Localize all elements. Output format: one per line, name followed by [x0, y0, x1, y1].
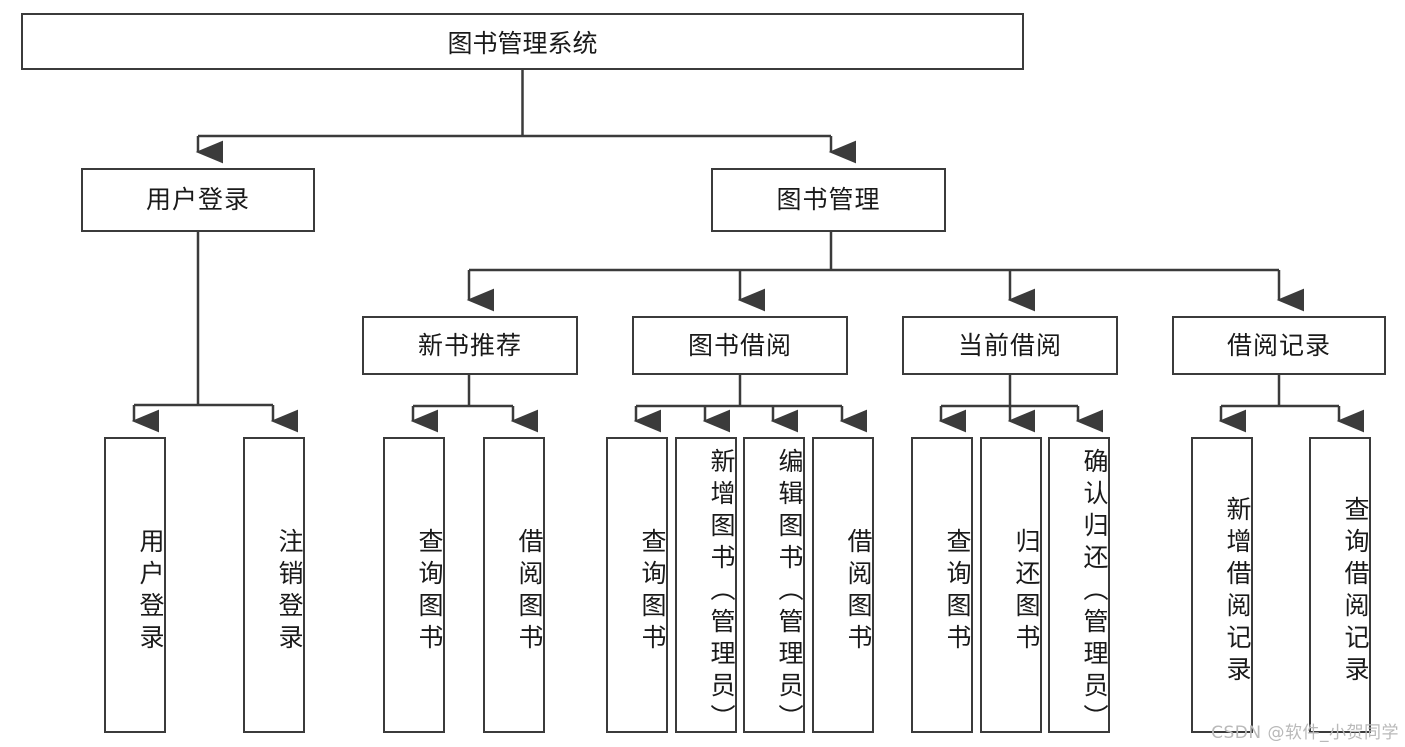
- node-label: 借阅记录: [1226, 330, 1331, 360]
- node-book-management[interactable]: 图书管理: [711, 168, 946, 232]
- leaf-return-book[interactable]: 归还图书: [980, 437, 1042, 733]
- leaf-edit-book-admin[interactable]: 编辑图书（管理员）: [743, 437, 805, 736]
- leaf-query-borrow-record[interactable]: 查询借阅记录: [1309, 437, 1371, 733]
- node-label: 查询图书: [415, 528, 444, 656]
- leaf-user-login[interactable]: 用户登录: [104, 437, 166, 733]
- leaf-borrow-book-recommend[interactable]: 借阅图书: [483, 437, 545, 733]
- node-book-borrow[interactable]: 图书借阅: [632, 316, 848, 375]
- node-label: 查询借阅记录: [1341, 496, 1370, 688]
- node-label: 新增图书（管理员）: [707, 448, 736, 736]
- node-label: 借阅图书: [844, 528, 873, 656]
- node-label: 图书管理系统: [447, 28, 598, 58]
- node-label: 查询图书: [638, 528, 667, 656]
- node-label: 用户登录: [145, 185, 250, 214]
- node-user-login[interactable]: 用户登录: [81, 168, 315, 232]
- node-label: 当前借阅: [957, 330, 1062, 360]
- leaf-add-book-admin[interactable]: 新增图书（管理员）: [675, 437, 737, 736]
- leaf-query-book-borrow[interactable]: 查询图书: [606, 437, 668, 733]
- node-root-system[interactable]: 图书管理系统: [21, 13, 1024, 70]
- node-label: 图书管理: [776, 185, 881, 214]
- node-label: 确认归还（管理员）: [1080, 448, 1109, 736]
- node-label: 新增借阅记录: [1223, 496, 1252, 688]
- node-label: 归还图书: [1012, 528, 1041, 656]
- leaf-logout[interactable]: 注销登录: [243, 437, 305, 733]
- node-label: 查询图书: [943, 528, 972, 656]
- leaf-borrow-book[interactable]: 借阅图书: [812, 437, 874, 733]
- leaf-query-book-current[interactable]: 查询图书: [911, 437, 973, 733]
- node-label: 图书借阅: [687, 330, 792, 360]
- leaf-query-book-recommend[interactable]: 查询图书: [383, 437, 445, 733]
- node-current-borrow[interactable]: 当前借阅: [902, 316, 1118, 375]
- leaf-confirm-return-admin[interactable]: 确认归还（管理员）: [1048, 437, 1110, 736]
- node-label: 注销登录: [275, 528, 304, 656]
- node-label: 借阅图书: [515, 528, 544, 656]
- watermark: CSDN @软件_小贺同学: [1211, 723, 1399, 743]
- node-label: 用户登录: [136, 528, 165, 656]
- leaf-add-borrow-record[interactable]: 新增借阅记录: [1191, 437, 1253, 733]
- node-label: 编辑图书（管理员）: [775, 448, 804, 736]
- node-new-book-recommend[interactable]: 新书推荐: [362, 316, 578, 375]
- node-borrow-records[interactable]: 借阅记录: [1172, 316, 1386, 375]
- node-label: 新书推荐: [417, 330, 522, 360]
